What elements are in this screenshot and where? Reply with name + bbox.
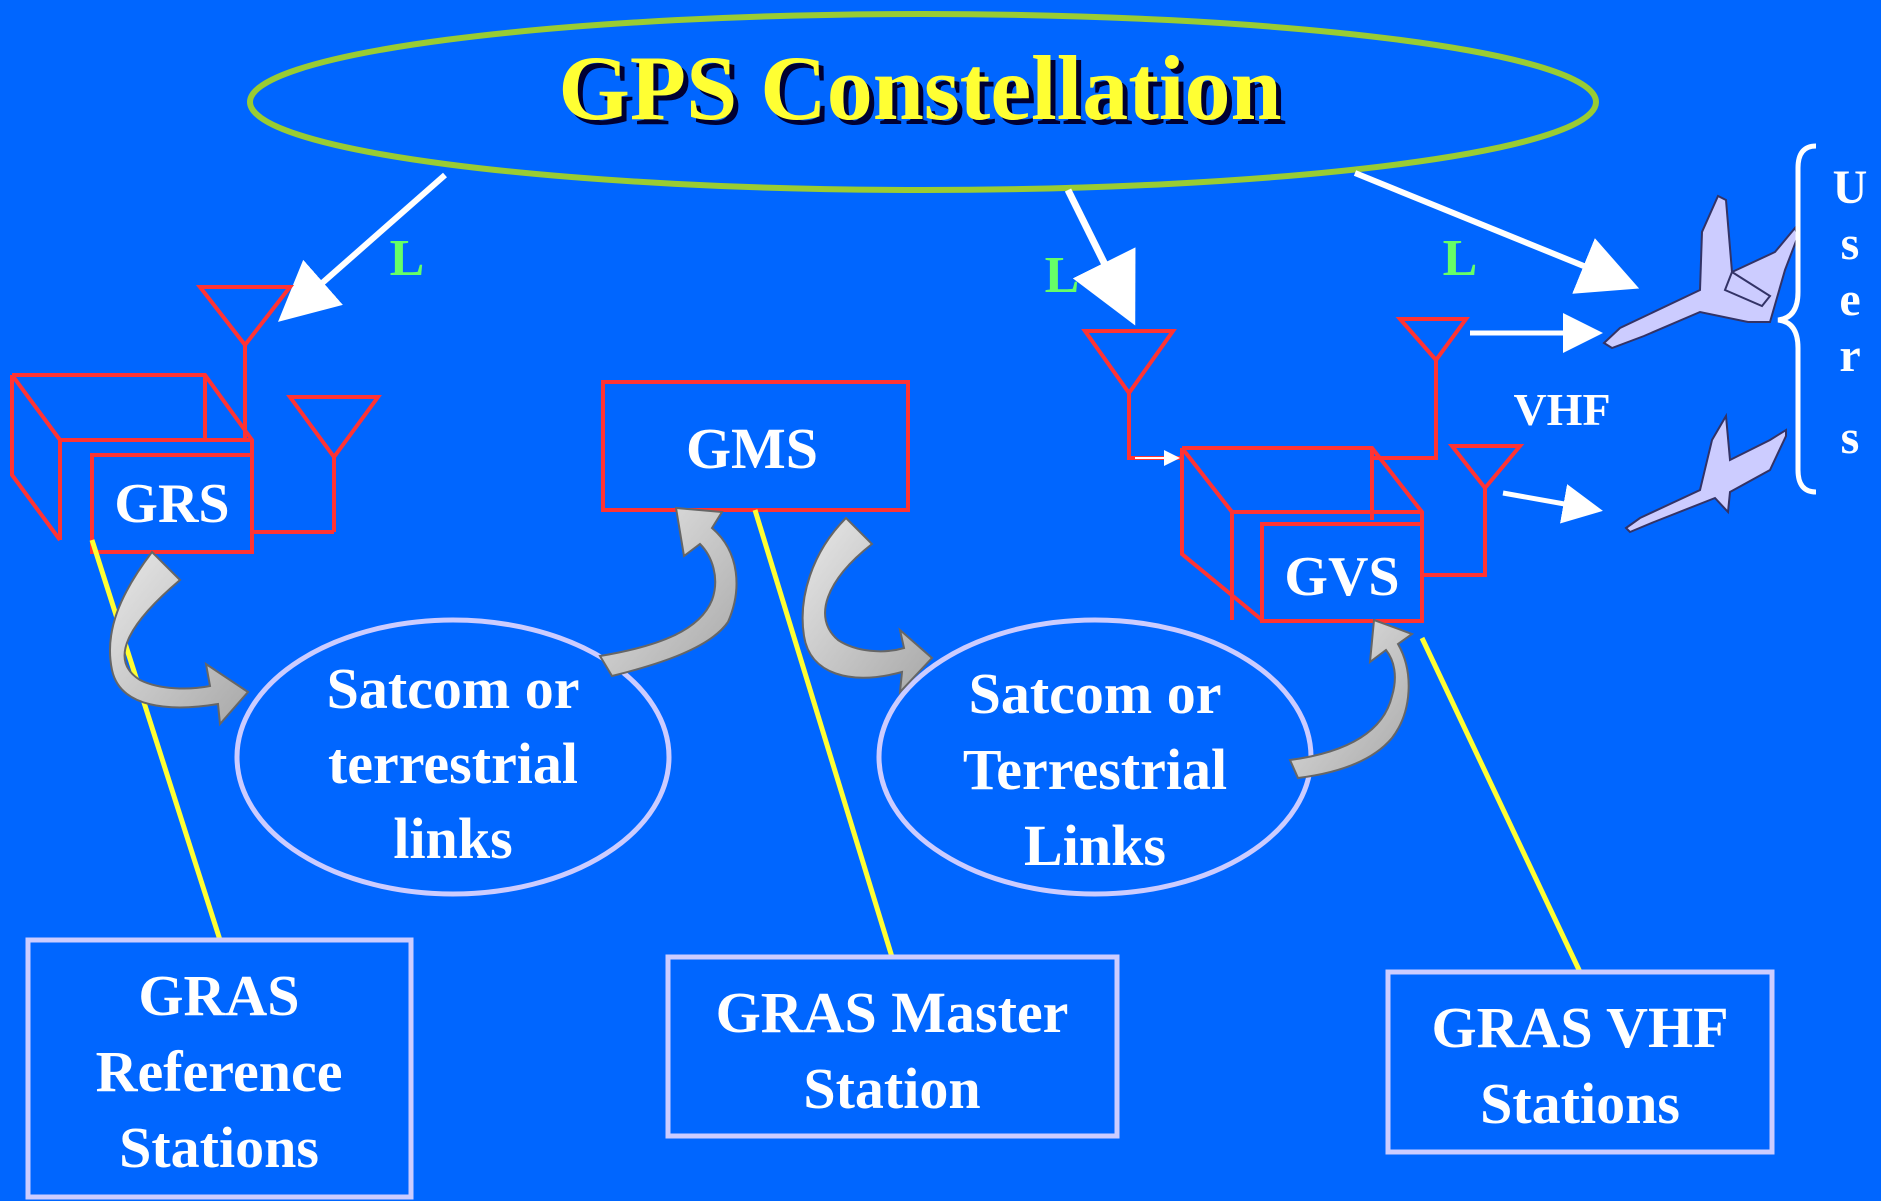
gras-master-box [665, 954, 1120, 1139]
gvs-station [1081, 317, 1525, 623]
grs-antenna-2-icon [286, 395, 382, 461]
l-band-arrow-users [1353, 170, 1640, 294]
vhf-label: VHF [1513, 384, 1610, 435]
gps-constellation-ellipse [247, 11, 1599, 193]
links-left-line-1: Satcom or [327, 656, 580, 721]
links-right-line-2: Terrestrial [963, 737, 1227, 802]
aircraft-lower-icon [1624, 412, 1787, 534]
gras-master-line-2: Station [803, 1056, 980, 1121]
gvs-transmit-antenna-icon [1395, 317, 1470, 364]
gvs-receive-antenna-icon [1081, 329, 1177, 397]
gras-reference-line-2: Reference [96, 1039, 343, 1104]
gras-reference-box [25, 937, 414, 1200]
l-band-arrow-grs [277, 172, 447, 322]
gps-constellation-title: GPS Constellation [558, 37, 1281, 139]
gvs-transmit-antenna-2-icon [1447, 444, 1525, 492]
vhf-arrow-lower [1502, 484, 1603, 524]
l-band-label-grs: L [390, 230, 425, 287]
gps-constellation-title-shadow: GPS Constellation [563, 42, 1286, 144]
links-right-line-3: Links [1024, 813, 1166, 878]
curved-arrow-grs-to-links [108, 550, 250, 727]
links-right-label: Satcom or Terrestrial Links [963, 661, 1227, 878]
l-band-label-users: L [1443, 230, 1478, 287]
links-left-line-3: links [393, 806, 512, 871]
aircraft-upper-icon [1602, 194, 1800, 350]
links-ellipse-left [234, 617, 672, 897]
grs-label-box [90, 453, 254, 554]
gras-master-line-1: GRAS Master [716, 980, 1069, 1045]
leader-line-reference [89, 539, 223, 941]
curved-arrow-links-to-gms [598, 506, 738, 678]
users-letter-1: U [1833, 161, 1868, 214]
l-band-arrow-gvs [1064, 188, 1136, 326]
links-left-label: Satcom or terrestrial links [327, 656, 580, 871]
curved-arrow-gms-to-links [801, 516, 934, 695]
leader-line-vhf [1419, 636, 1583, 974]
gras-vhf-box [1385, 969, 1775, 1155]
grs-label: GRS [114, 473, 229, 535]
gras-reference-line-1: GRAS [138, 963, 299, 1028]
grs-station [10, 285, 382, 554]
gvs-label: GVS [1284, 546, 1399, 608]
links-left-line-2: terrestrial [328, 731, 578, 796]
curved-arrow-links-to-gvs [1288, 618, 1415, 780]
grs-antenna-icon [195, 285, 295, 349]
gras-reference-line-3: Stations [119, 1115, 319, 1180]
users-bracket [1777, 143, 1817, 495]
gvs-label-box [1260, 522, 1424, 623]
gms-label: GMS [686, 416, 818, 481]
leader-line-master [752, 509, 895, 958]
gras-vhf-line-1: GRAS VHF [1431, 995, 1728, 1060]
users-letter-5: s [1841, 411, 1860, 464]
users-letter-2: s [1841, 217, 1860, 270]
users-letter-3: e [1839, 273, 1860, 326]
gras-vhf-line-2: Stations [1480, 1071, 1680, 1136]
users-letter-4: r [1839, 329, 1860, 382]
links-right-line-1: Satcom or [969, 661, 1222, 726]
l-band-label-gvs: L [1045, 247, 1080, 304]
